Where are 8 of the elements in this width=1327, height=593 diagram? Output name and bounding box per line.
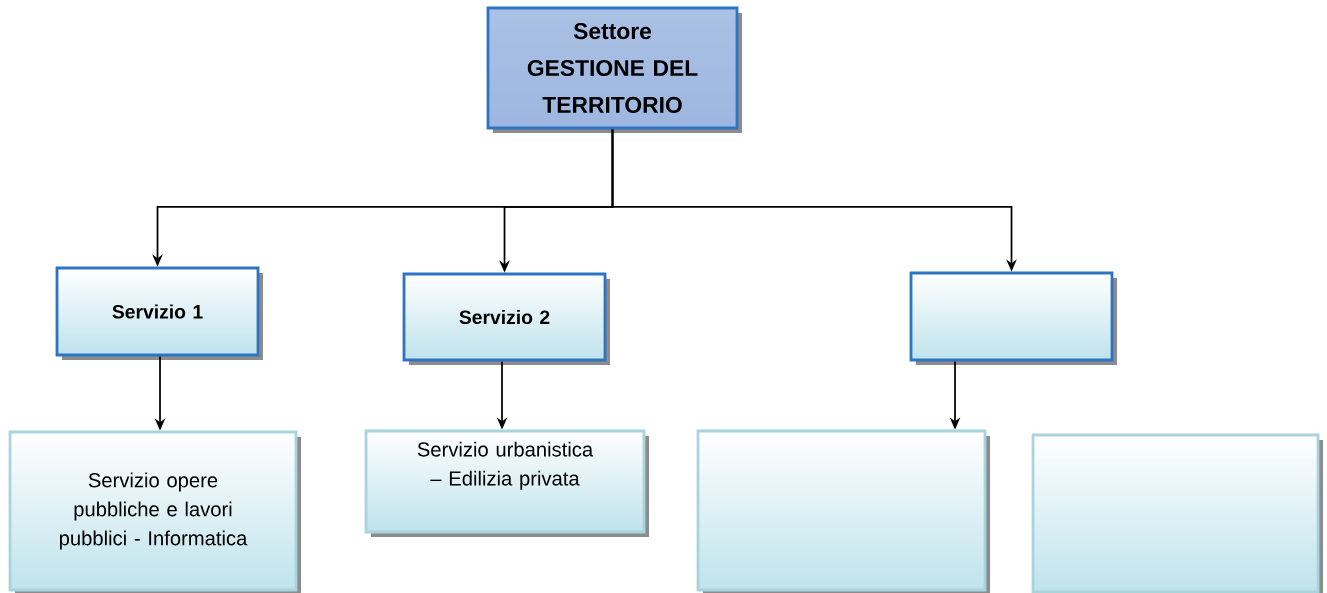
office-box xyxy=(1031,433,1323,593)
office-box xyxy=(696,429,990,593)
office-box: Servizio opere pubbliche e lavori pubblici - Informatica xyxy=(8,430,301,593)
office-box: Servizio urbanistica – Edilizia privata xyxy=(364,429,649,537)
sector-box: Settore GESTIONE DEL TERRITORIO xyxy=(486,6,742,133)
service-box: Servizio 1 xyxy=(55,266,263,360)
service-box xyxy=(909,271,1117,365)
service-box: Servizio 2 xyxy=(402,272,610,365)
